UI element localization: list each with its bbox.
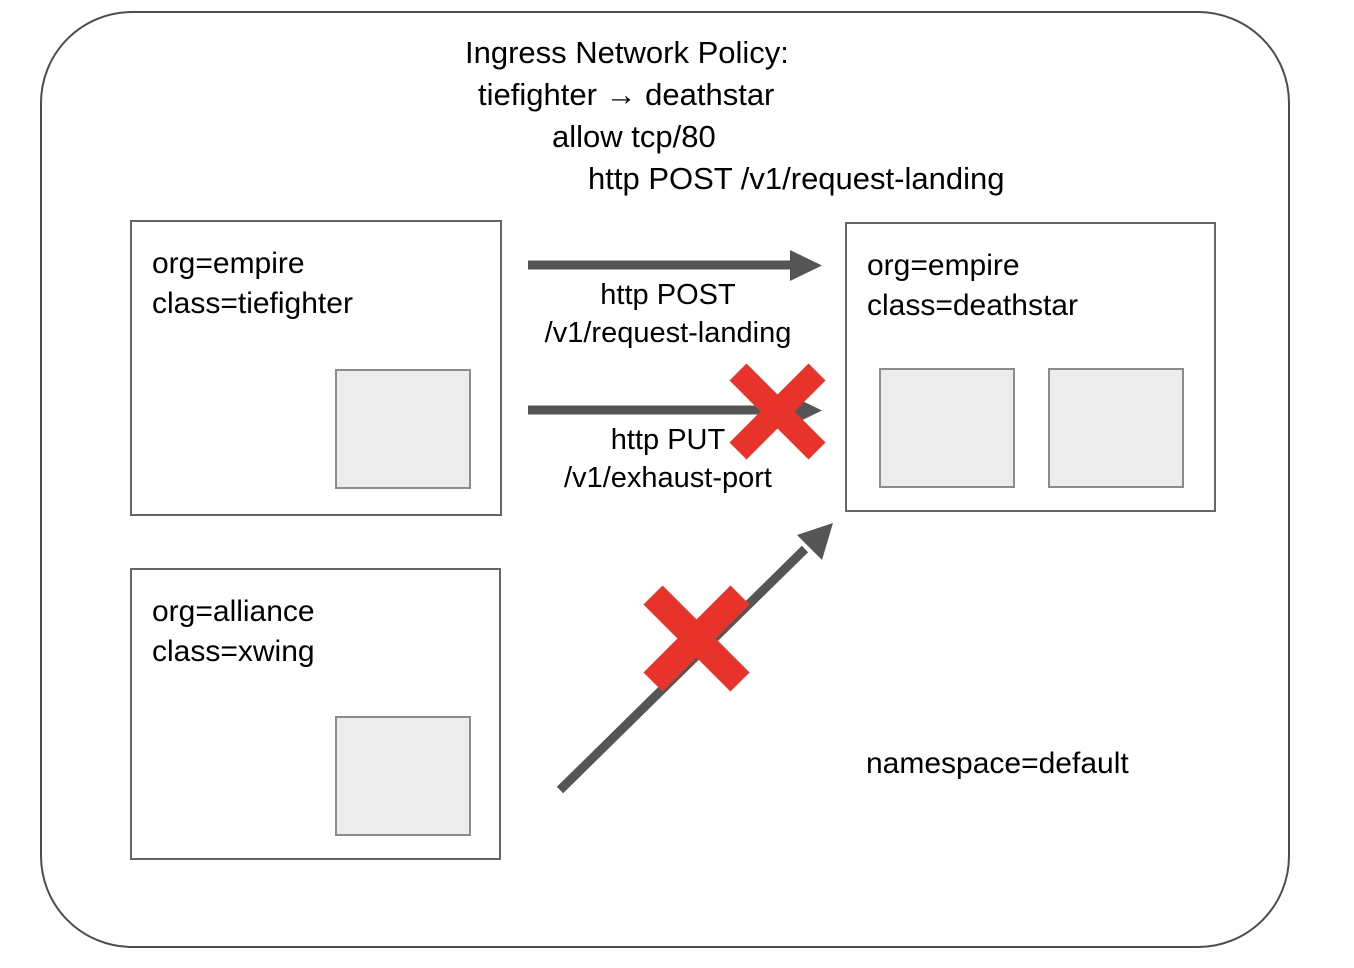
endpoint-labels-tiefighter: org=empire class=tiefighter <box>152 244 353 324</box>
endpoint-box-xwing[interactable]: org=alliance class=xwing <box>130 568 501 860</box>
endpoint-labels-xwing: org=alliance class=xwing <box>152 592 315 672</box>
namespace-label: namespace=default <box>866 747 1129 780</box>
pod-image-placeholder <box>1048 368 1184 488</box>
endpoint-labels-deathstar: org=empire class=deathstar <box>867 246 1078 326</box>
endpoint-org-label: org=empire <box>867 249 1020 282</box>
endpoint-class-label: class=xwing <box>152 635 315 668</box>
flow-label-denied-put: http PUT /v1/exhaust-port <box>468 421 868 497</box>
endpoint-org-label: org=empire <box>152 247 305 280</box>
endpoint-org-label: org=alliance <box>152 595 315 628</box>
endpoint-box-tiefighter[interactable]: org=empire class=tiefighter <box>130 220 502 516</box>
pod-image-placeholder <box>879 368 1015 488</box>
policy-title-line-2: tiefighter → deathstar <box>478 77 775 112</box>
flow-method-label: http PUT <box>610 424 726 456</box>
policy-title: Ingress Network Policy: tiefighter → dea… <box>340 32 1220 200</box>
endpoint-class-label: class=tiefighter <box>152 287 353 320</box>
policy-title-line-4: http POST /v1/request-landing <box>588 161 1005 196</box>
flow-method-label: http POST <box>600 279 736 311</box>
endpoint-box-deathstar[interactable]: org=empire class=deathstar <box>845 222 1216 512</box>
pod-image-placeholder <box>335 369 471 489</box>
flow-path-label: /v1/request-landing <box>544 317 792 349</box>
policy-title-line-1: Ingress Network Policy: <box>465 35 789 70</box>
flow-path-label: /v1/exhaust-port <box>564 462 772 494</box>
namespace-boundary <box>40 11 1290 948</box>
endpoint-class-label: class=deathstar <box>867 289 1078 322</box>
policy-title-line-3: allow tcp/80 <box>552 119 716 154</box>
flow-label-allowed: http POST /v1/request-landing <box>468 276 868 352</box>
pod-image-placeholder <box>335 716 471 836</box>
